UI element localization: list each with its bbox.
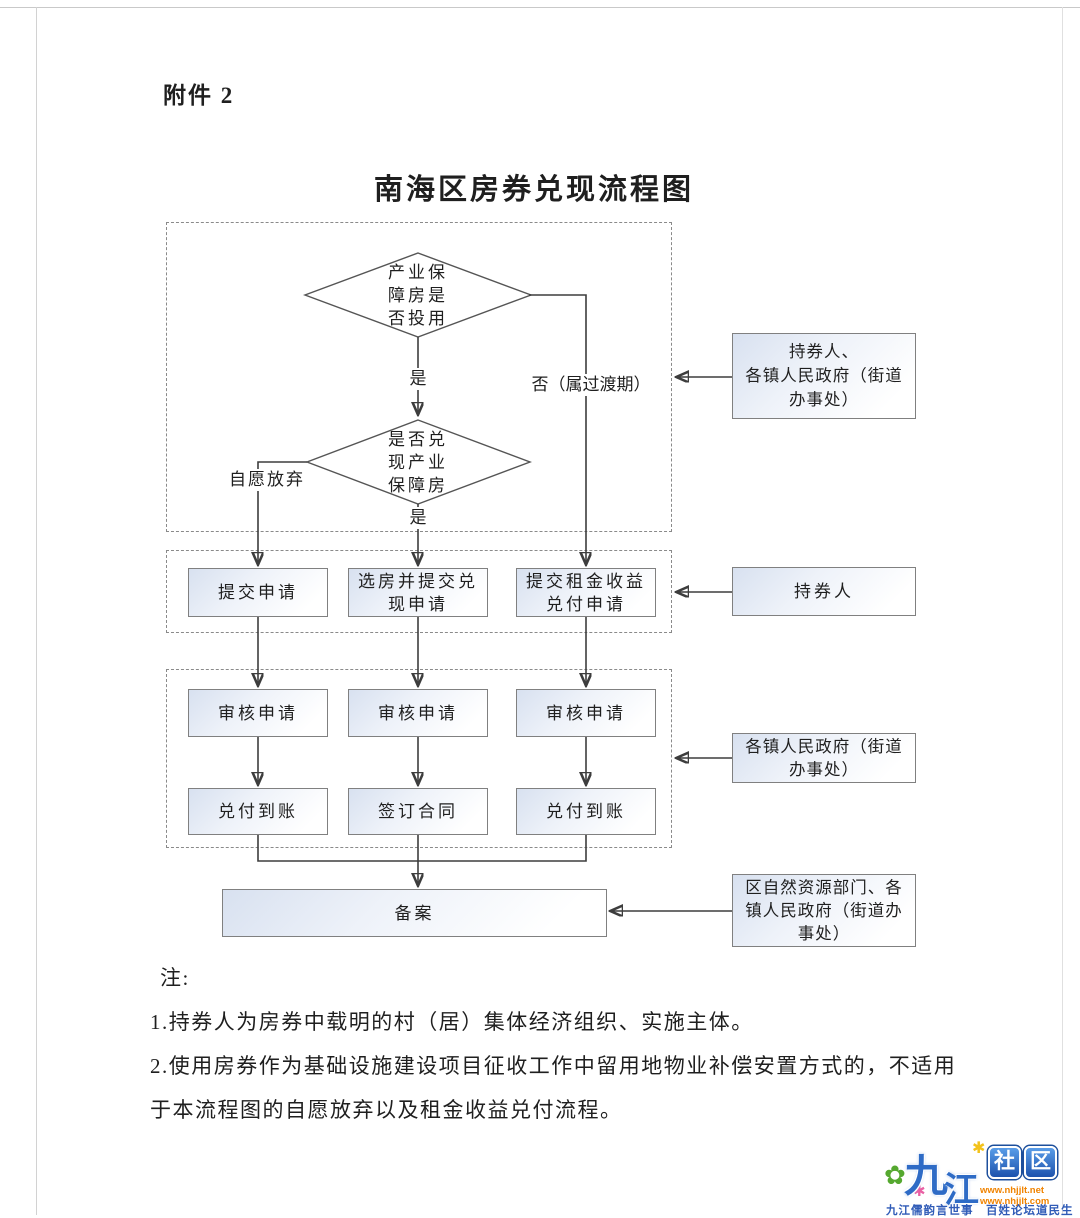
actor-box-holder-and-governments: 持券人、 各镇人民政府（街道 办事处） xyxy=(732,333,916,419)
decision-2-label: 是否兑 现产业 保障房 xyxy=(388,430,448,495)
logo-url-com: www.nhjjlt.com xyxy=(980,1196,1050,1207)
actor-box-town-governments: 各镇人民政府（街道 办事处） xyxy=(732,733,916,783)
process-box-sign-contract: 签订合同 xyxy=(348,788,488,835)
logo-char-jiang: 江 xyxy=(944,1171,980,1210)
process-box-filing: 备案 xyxy=(222,889,607,937)
logo-slogan: 九江儒韵言世事 百姓论坛道民生 xyxy=(886,1205,1074,1217)
process-box-payment-1: 兑付到账 xyxy=(188,788,328,835)
logo-char-jiu: 九 xyxy=(904,1152,948,1201)
decision-1-label: 产业保 障房是 否投用 xyxy=(388,263,448,328)
notes-section: 注: 1.持券人为房券中载明的村（居）集体经济组织、实施主体。 2.使用房券作为… xyxy=(150,956,958,1132)
page-right-edge xyxy=(1062,7,1063,1215)
process-box-select-house-apply: 选房并提交兑 现申请 xyxy=(348,568,488,617)
page-top-edge xyxy=(0,7,1080,8)
note-item-1: 1.持券人为房券中载明的村（居）集体经济组织、实施主体。 xyxy=(150,1010,754,1034)
process-box-submit-application: 提交申请 xyxy=(188,568,328,617)
process-box-review-3: 审核申请 xyxy=(516,689,656,737)
branch-label-voluntary-waiver: 自愿放弃 xyxy=(219,469,315,491)
branch-label-yes-2: 是 xyxy=(404,507,434,529)
logo-url-net: www.nhjjlt.net xyxy=(980,1185,1045,1196)
process-box-rent-income-apply: 提交租金收益 兑付申请 xyxy=(516,568,656,617)
flower-icon: ✿ xyxy=(884,1160,906,1190)
attachment-label: 附件 2 xyxy=(163,83,235,108)
actor-box-natural-resources: 区自然资源部门、各 镇人民政府（街道办 事处） xyxy=(732,874,916,947)
sparkle-yellow-icon: ✱ xyxy=(972,1140,986,1157)
notes-heading: 注: xyxy=(160,966,190,990)
page-left-edge xyxy=(36,7,37,1215)
process-box-review-1: 审核申请 xyxy=(188,689,328,737)
note-item-2: 2.使用房券作为基础设施建设项目征收工作中留用地物业补偿安置方式的，不适用于本流… xyxy=(150,1054,957,1122)
stage-container-decision xyxy=(166,222,672,532)
logo-tile-qu: 区 xyxy=(1024,1146,1057,1179)
forum-watermark-logo: ✿ ✱ ✱ 九 江 社区 www.nhjjlt.net www.nhjjlt.c… xyxy=(880,1138,1080,1217)
process-box-review-2: 审核申请 xyxy=(348,689,488,737)
actor-box-holder: 持券人 xyxy=(732,567,916,616)
page-title: 南海区房券兑现流程图 xyxy=(374,174,695,206)
logo-tiles: 社区 xyxy=(988,1146,1060,1179)
logo-tile-she: 社 xyxy=(988,1146,1021,1179)
sparkle-pink-icon: ✱ xyxy=(913,1183,926,1200)
branch-label-no-transition: 否（属过渡期） xyxy=(515,374,667,396)
branch-label-yes-1: 是 xyxy=(404,368,434,390)
logo-urls: www.nhjjlt.net www.nhjjlt.com xyxy=(980,1185,1049,1207)
process-box-payment-2: 兑付到账 xyxy=(516,788,656,835)
stage-container-application xyxy=(166,550,672,633)
